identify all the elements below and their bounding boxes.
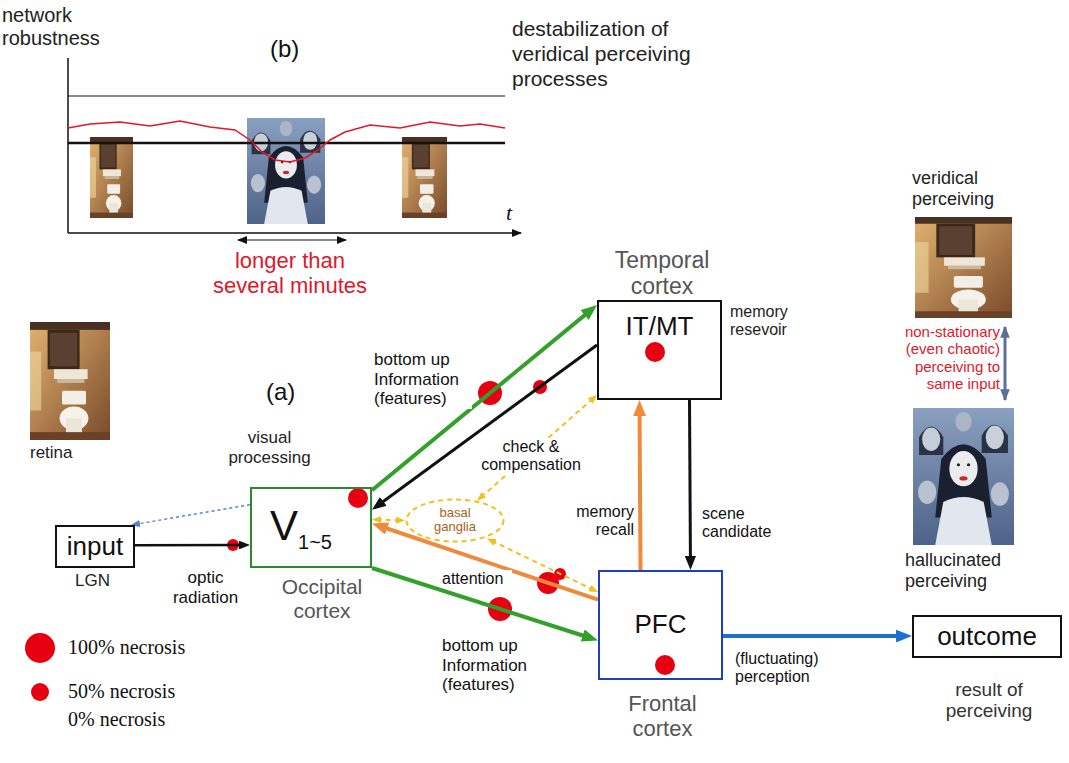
duration-note: longer than several minutes: [205, 248, 375, 299]
node-label-line: outcome: [937, 622, 1037, 651]
image-caption: veridical perceiving: [912, 168, 1022, 209]
node-label-line: input: [67, 532, 123, 561]
photo: [913, 408, 1014, 545]
node-label-line: basal ganglia: [424, 506, 486, 535]
connector: [638, 410, 643, 570]
edge-label: check & compensation: [476, 438, 586, 475]
part-name: LGN: [75, 571, 110, 591]
connector: [372, 568, 589, 637]
photo: [30, 322, 110, 440]
edge-label: attention: [440, 570, 512, 588]
node-label: IT/MT: [626, 311, 694, 341]
outcome-box: outcomeresult of perceiving: [912, 615, 1062, 658]
panel-letter: (b): [270, 35, 299, 63]
image-caption: hallucinated perceiving: [905, 550, 1035, 591]
baseline: [68, 142, 505, 145]
node-label-line: V1~5: [270, 502, 332, 553]
robustness-curve: [68, 121, 505, 162]
region-heading: Occipital cortex: [262, 575, 382, 622]
node-label: basal ganglia: [424, 506, 486, 535]
threshold-line: [68, 95, 505, 96]
connector: [135, 544, 243, 547]
connector: [136, 505, 250, 524]
region-heading: Frontal cortex: [600, 692, 725, 741]
connector: [723, 634, 902, 638]
photo: [90, 137, 133, 218]
node-label-group: basal ganglia: [405, 498, 505, 543]
node-label-group: IT/MT: [599, 302, 720, 398]
region-heading: result of perceiving: [924, 679, 1054, 722]
legend-text: 50% necrosis: [68, 680, 175, 703]
axis: [67, 58, 69, 233]
node-label: PFC: [635, 609, 687, 639]
cortex-box: PFCFrontal cortex: [598, 570, 723, 680]
axis-title: network robustness: [2, 4, 112, 50]
legend-text: 0% necrosis: [68, 708, 165, 731]
subscript: 1~5: [298, 531, 332, 553]
cortex-box: V1~5Occipital cortex: [250, 487, 372, 568]
input-box: input: [55, 525, 135, 568]
edge-label: (fluctuating) perception: [733, 650, 843, 687]
region-heading: Temporal cortex: [587, 248, 737, 300]
axis-label: t: [506, 200, 512, 225]
connector: [688, 400, 692, 562]
node-label: V: [270, 502, 298, 549]
necrosis-dots: [227, 342, 675, 675]
duration-arrow: [238, 239, 346, 240]
edge-label: bottom up Information (features): [372, 350, 472, 409]
node-label-group: input: [57, 527, 133, 566]
note: visual processing: [222, 428, 317, 467]
node-label-group: outcome: [914, 617, 1060, 656]
basal-ganglia-ellipse: basal ganglia: [405, 498, 505, 543]
photo: [402, 137, 447, 218]
panel-letter: (a): [266, 378, 295, 406]
note: non-stationary (even chaotic) perceiving…: [895, 323, 1000, 392]
edge-label: memory recall: [552, 503, 636, 540]
image-caption: retina: [30, 443, 73, 463]
edge-label: scene candidate: [700, 505, 780, 542]
connector: [372, 311, 590, 490]
node-label-line: PFC: [635, 610, 687, 639]
node-label: outcome: [937, 621, 1037, 651]
switch-arrow: [1004, 327, 1007, 400]
node-label-line: IT/MT: [626, 312, 694, 341]
legend-swatch: [31, 683, 49, 701]
cortex-box: IT/MTTemporal cortex: [597, 300, 722, 400]
node-label-group: V1~5: [252, 489, 370, 566]
legend-swatch: [25, 633, 55, 663]
edge-label: optic radiation: [163, 568, 248, 607]
axis: [68, 232, 521, 234]
node-label: input: [67, 531, 123, 561]
node-label-group: PFC: [600, 572, 721, 678]
note: memory resevoir: [730, 303, 810, 340]
photo: [915, 217, 1012, 318]
photo: [247, 118, 325, 224]
connector: [377, 519, 399, 522]
edge-label: bottom up Information (features): [440, 636, 555, 695]
legend-text: 100% necrosis: [68, 636, 185, 659]
note: destabilization of veridical perceiving …: [512, 16, 727, 92]
